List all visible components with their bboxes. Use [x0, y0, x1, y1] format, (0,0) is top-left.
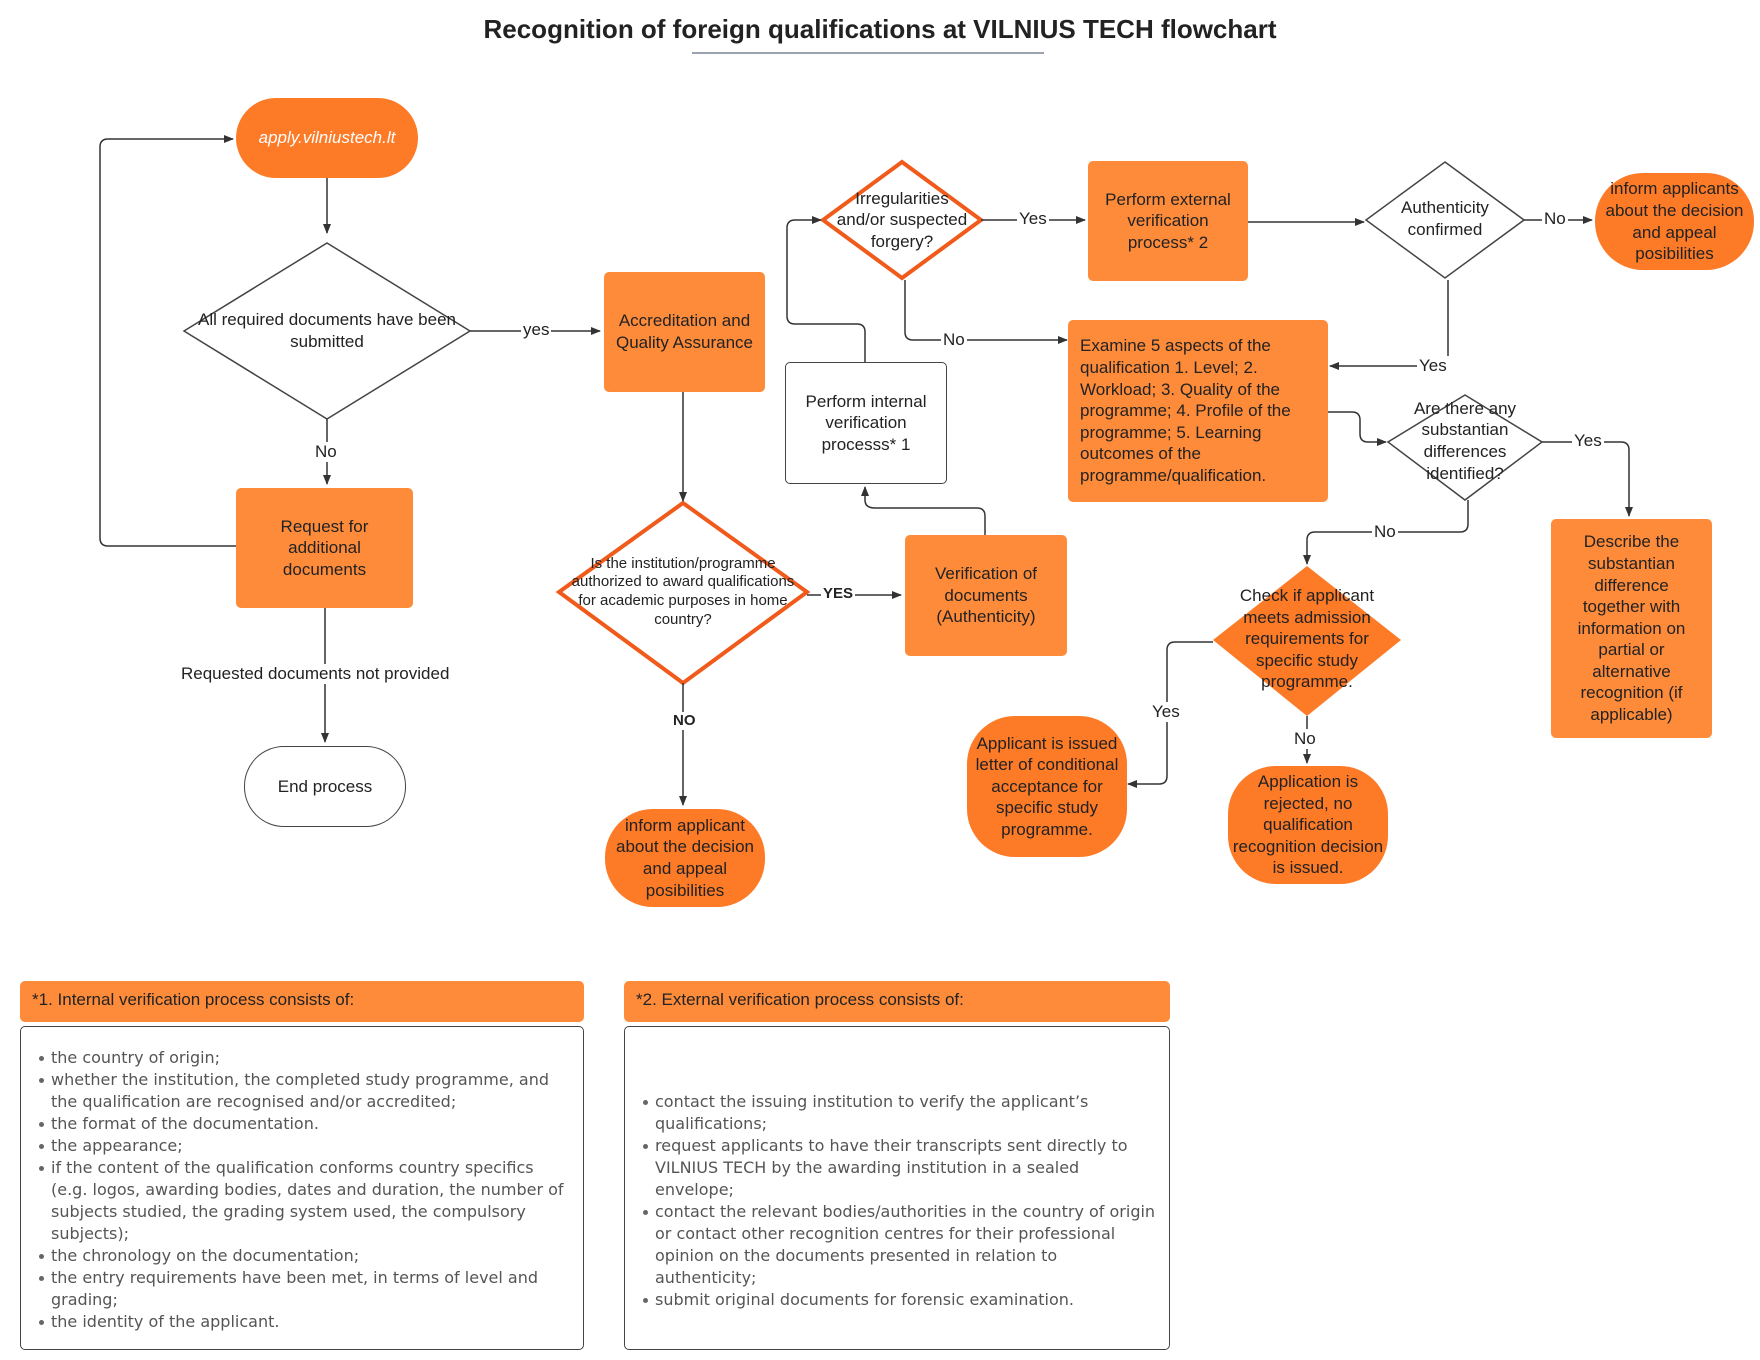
label-not-provided: Requested documents not provided [179, 664, 452, 685]
note-list-item: request applicants to have their transcr… [641, 1135, 1161, 1201]
diamond-irregularities [819, 159, 985, 281]
label-yes-all-docs: yes [521, 320, 552, 341]
label-yes-irregularities: Yes [1017, 209, 1049, 230]
inform-applicants-node: inform applicants about the decision and… [1595, 173, 1754, 270]
note-list-item: the identity of the applicant. [37, 1311, 569, 1333]
external-notes-list: contact the issuing institution to verif… [641, 1091, 1161, 1311]
irregularities-decision-text: Irregularities and/or suspected forgery? [836, 188, 968, 251]
verification-of-documents-node: Verification of documents (Authenticity) [905, 535, 1067, 656]
internal-notes-panel: the country of origin;whether the instit… [20, 1026, 584, 1350]
diamond-substantial [1386, 394, 1544, 501]
label-no-irregularities: No [941, 330, 967, 351]
note-list-item: the format of the documentation. [37, 1113, 569, 1135]
external-notes-header: *2. External verification process consis… [624, 981, 1170, 1022]
inform-applicant-node: inform applicant about the decision and … [605, 809, 765, 907]
apply-link-text[interactable]: apply.vilniustech.lt [258, 128, 396, 148]
label-yes-authorized: YES [821, 585, 856, 603]
authorized-decision-text: Is the institution/programme authorized … [571, 554, 795, 628]
external-verification-node: Perform external verification process* 2 [1088, 161, 1248, 281]
page-title: Recognition of foreign qualifications at… [483, 14, 1277, 44]
label-yes-authenticity: Yes [1417, 356, 1449, 377]
label-no-substantial: No [1372, 522, 1398, 543]
conditional-acceptance-node: Applicant is issued letter of conditiona… [967, 716, 1127, 857]
substantial-differences-decision-text: Are there any substantian differences id… [1413, 398, 1517, 483]
external-notes-panel: contact the issuing institution to verif… [624, 1026, 1170, 1350]
label-yes-substantial: Yes [1572, 431, 1604, 452]
note-list-item: the country of origin; [37, 1047, 569, 1069]
diamond-authenticity [1364, 161, 1526, 279]
title-underline [692, 52, 1044, 54]
accreditation-node: Accreditation and Quality Assurance [604, 272, 765, 392]
internal-notes-list: the country of origin;whether the instit… [37, 1047, 569, 1333]
examine-aspects-node: Examine 5 aspects of the qualification 1… [1068, 320, 1328, 502]
authenticity-decision-text: Authenticity confirmed [1401, 198, 1489, 239]
note-list-item: contact the relevant bodies/authorities … [641, 1201, 1161, 1289]
check-admission-decision-text: Check if applicant meets admission requi… [1239, 586, 1375, 692]
label-no-all-docs: No [313, 442, 339, 463]
application-rejected-node: Application is rejected, no qualificatio… [1228, 766, 1388, 884]
start-apply-node[interactable]: apply.vilniustech.lt [236, 98, 418, 178]
diamond-check [1213, 566, 1401, 716]
label-no-check: No [1292, 729, 1318, 750]
label-no-authorized: NO [671, 712, 698, 730]
describe-difference-node: Describe the substantian difference toge… [1551, 519, 1712, 738]
request-additional-documents-node: Request for additional documents [236, 488, 413, 608]
end-process-node: End process [244, 746, 406, 827]
internal-verification-node: Perform internal verification processs* … [785, 362, 947, 484]
note-list-item: the entry requirements have been met, in… [37, 1267, 569, 1311]
label-no-authenticity: No [1542, 209, 1568, 230]
internal-notes-header: *1. Internal verification process consis… [20, 981, 584, 1022]
note-list-item: whether the institution, the completed s… [37, 1069, 569, 1113]
note-list-item: if the content of the qualification conf… [37, 1157, 569, 1245]
note-list-item: contact the issuing institution to verif… [641, 1091, 1161, 1135]
label-yes-check: Yes [1150, 702, 1182, 723]
all-docs-decision-text: All required documents have been submitt… [198, 310, 456, 351]
note-list-item: the appearance; [37, 1135, 569, 1157]
note-list-item: submit original documents for forensic e… [641, 1289, 1161, 1311]
note-list-item: the chronology on the documentation; [37, 1245, 569, 1267]
